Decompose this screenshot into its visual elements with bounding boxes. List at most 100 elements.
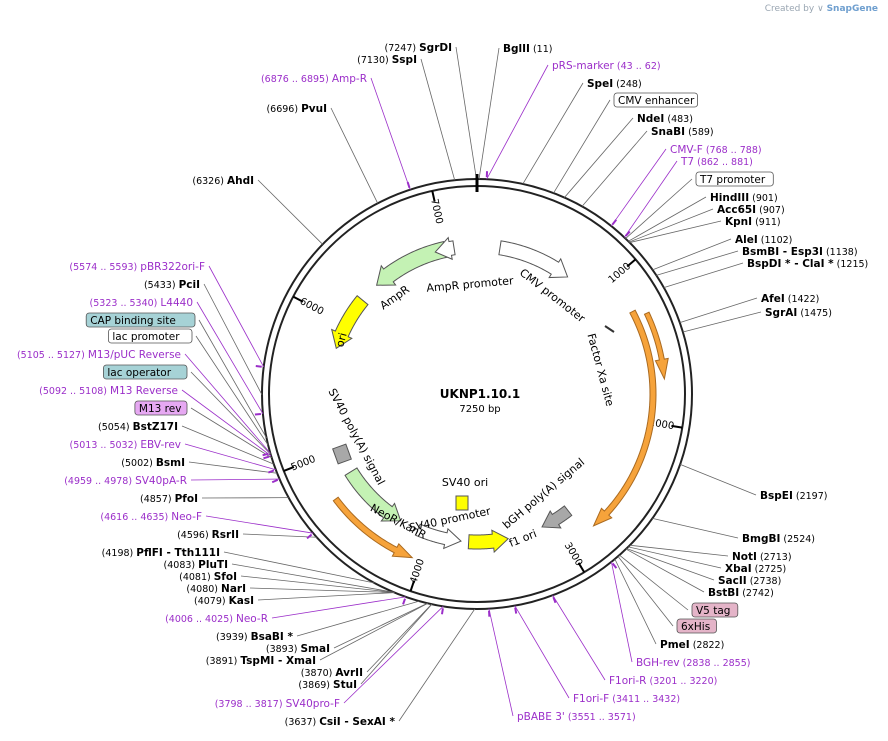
label-amp-r[interactable]: (6876 .. 6895) Amp-R	[261, 73, 367, 85]
label-xbai[interactable]: XbaI (2725)	[725, 563, 786, 575]
label-l4440[interactable]: (5323 .. 5340) L4440	[90, 297, 193, 309]
label-alei[interactable]: AleI (1102)	[735, 234, 792, 246]
label-text: (3939) BsaBI *	[216, 631, 294, 643]
label-sfoi[interactable]: (4081) SfoI	[179, 571, 237, 583]
label-snabi[interactable]: SnaBI (589)	[651, 126, 714, 138]
label-nari[interactable]: (4080) NarI	[186, 583, 246, 595]
leader-afei	[679, 297, 758, 324]
label-m13-reverse[interactable]: (5092 .. 5108) M13 Reverse	[39, 385, 178, 397]
label-pflfi-tth111i[interactable]: (4198) PflFI - Tth111I	[102, 547, 220, 559]
label-text: (5323 .. 5340) L4440	[90, 297, 193, 309]
label-pfoi[interactable]: (4857) PfoI	[140, 493, 198, 505]
label-text: (4857) PfoI	[140, 493, 198, 505]
label-pbabe-3[interactable]: pBABE 3' (3551 .. 3571)	[517, 711, 636, 723]
label-prs-marker[interactable]: pRS-marker (43 .. 62)	[552, 60, 661, 72]
label-bmgbi[interactable]: BmgBI (2524)	[742, 533, 815, 545]
label-6xhis[interactable]: 6xHis	[676, 618, 717, 634]
label-spei[interactable]: SpeI (248)	[587, 78, 642, 90]
label-bstbi[interactable]: BstBI (2742)	[708, 587, 774, 599]
label-t7[interactable]: T7 (862 .. 881)	[680, 156, 753, 168]
feature-orf-outer-1[interactable]	[592, 309, 657, 527]
label-bsabi[interactable]: (3939) BsaBI *	[216, 631, 294, 643]
label-bspdi-clai[interactable]: BspDI * - ClaI * (1215)	[747, 258, 868, 270]
label-m13-rev[interactable]: M13 rev	[134, 400, 188, 416]
leader-acc65i	[628, 208, 714, 243]
primer-site-amp-r	[406, 181, 411, 189]
label-lac-promoter[interactable]: lac promoter	[108, 328, 193, 344]
feature-ampr-promoter[interactable]	[434, 236, 456, 261]
leader-avrii	[366, 603, 432, 673]
label-rsrii[interactable]: (4596) RsrII	[177, 529, 239, 541]
feature-sv40-polya-box[interactable]	[332, 443, 352, 465]
feature-f1-ori[interactable]	[467, 529, 510, 554]
leader-pluti	[231, 563, 394, 593]
label-avrii[interactable]: (3870) AvrII	[301, 667, 363, 679]
label-kpni[interactable]: KpnI (911)	[725, 216, 781, 228]
leader-v5-tag	[619, 554, 689, 611]
label-sv40pa-r[interactable]: (4959 .. 4978) SV40pA-R	[64, 475, 187, 487]
label-acc65i[interactable]: Acc65I (907)	[717, 204, 785, 216]
label-ndei[interactable]: NdeI (483)	[637, 113, 693, 125]
label-f1ori-f[interactable]: F1ori-F (3411 .. 3432)	[573, 693, 680, 705]
label-pbr322ori-f[interactable]: (5574 .. 5593) pBR322ori-F	[69, 261, 205, 273]
label-hindiii[interactable]: HindIII (901)	[710, 192, 778, 204]
label-m13-puc-reverse[interactable]: (5105 .. 5127) M13/pUC Reverse	[17, 349, 181, 361]
label-text: XbaI (2725)	[725, 563, 786, 575]
label-pluti[interactable]: (4083) PluTI	[164, 559, 228, 571]
label-sacii[interactable]: SacII (2738)	[718, 575, 781, 587]
leader-pbabe-3	[488, 608, 514, 717]
label-stui[interactable]: (3869) StuI	[298, 679, 357, 691]
leader-kpni	[629, 220, 722, 243]
label-cmv-enhancer[interactable]: CMV enhancer	[613, 92, 698, 108]
label-pmei[interactable]: PmeI (2822)	[660, 639, 724, 651]
label-v5-tag[interactable]: V5 tag	[691, 602, 739, 618]
feature-orf-outer-2[interactable]	[643, 311, 669, 381]
leader-noti	[629, 544, 729, 557]
label-smai[interactable]: (3893) SmaI	[266, 643, 330, 655]
label-bstz17i[interactable]: (5054) BstZ17I	[98, 421, 178, 433]
label-bsmbi-esp3i[interactable]: BsmBI - Esp3I (1138)	[742, 246, 858, 258]
feature-ampr[interactable]	[375, 241, 448, 286]
label-tspmi-xmai[interactable]: (3891) TspMI - XmaI	[206, 655, 316, 667]
label-lac-operator[interactable]: lac operator	[103, 364, 188, 380]
created-by-text: Created by	[764, 4, 815, 14]
label-bgh-rev[interactable]: BGH-rev (2838 .. 2855)	[636, 657, 750, 669]
tick-label-4000: 4000	[408, 558, 427, 586]
label-cmv-f[interactable]: CMV-F (768 .. 788)	[670, 144, 762, 156]
label-bglii[interactable]: BglII (11)	[503, 43, 552, 55]
label-text: (4079) KasI	[194, 595, 254, 607]
label-noti[interactable]: NotI (2713)	[732, 551, 792, 563]
label-sgrdi[interactable]: (7247) SgrDI	[385, 42, 453, 54]
leader-bspdi-clai	[663, 262, 744, 288]
feature-ori[interactable]	[330, 295, 369, 350]
label-sspi[interactable]: (7130) SspI	[357, 54, 417, 66]
label-sgrai[interactable]: SgrAI (1475)	[765, 307, 832, 319]
feature-bgh-poly-a-signal[interactable]	[541, 505, 573, 529]
label-pvui[interactable]: (6696) PvuI	[266, 103, 327, 115]
feature-sv40-promoter[interactable]	[414, 523, 462, 550]
label-cap-binding-site[interactable]: CAP binding site	[85, 312, 196, 328]
label-bspei[interactable]: BspEI (2197)	[760, 490, 827, 502]
label-afei[interactable]: AfeI (1422)	[761, 293, 819, 305]
label-csii-sexai[interactable]: (3637) CsiI - SexAI *	[285, 716, 396, 728]
label-neo-f[interactable]: (4616 .. 4635) Neo-F	[100, 511, 202, 523]
label-pcii[interactable]: (5433) PciI	[144, 279, 200, 291]
badge-text: CMV enhancer	[618, 95, 695, 107]
feature-neor-kanr[interactable]	[344, 467, 402, 522]
label-text: NdeI (483)	[637, 113, 693, 125]
label-neo-r[interactable]: (4006 .. 4025) Neo-R	[165, 613, 268, 625]
leader-f1ori-f	[514, 605, 570, 699]
label-sv40pro-f[interactable]: (3798 .. 3817) SV40pro-F	[215, 698, 340, 710]
feature-sv40-ori-box[interactable]	[455, 495, 469, 511]
label-f1ori-r[interactable]: F1ori-R (3201 .. 3220)	[609, 675, 717, 687]
label-kasi[interactable]: (4079) KasI	[194, 595, 254, 607]
label-bsmi[interactable]: (5002) BsmI	[121, 457, 185, 469]
label-ebv-rev[interactable]: (5013 .. 5032) EBV-rev	[69, 439, 181, 451]
feature-cmv-promoter[interactable]	[498, 240, 569, 279]
leader-neo-r	[271, 596, 406, 619]
label-ahdi[interactable]: (6326) AhdI	[192, 175, 254, 187]
feature-orf-outer-3[interactable]	[332, 496, 414, 559]
badge-text: 6xHis	[681, 621, 710, 633]
label-t7-promoter[interactable]: T7 promoter	[695, 171, 774, 187]
